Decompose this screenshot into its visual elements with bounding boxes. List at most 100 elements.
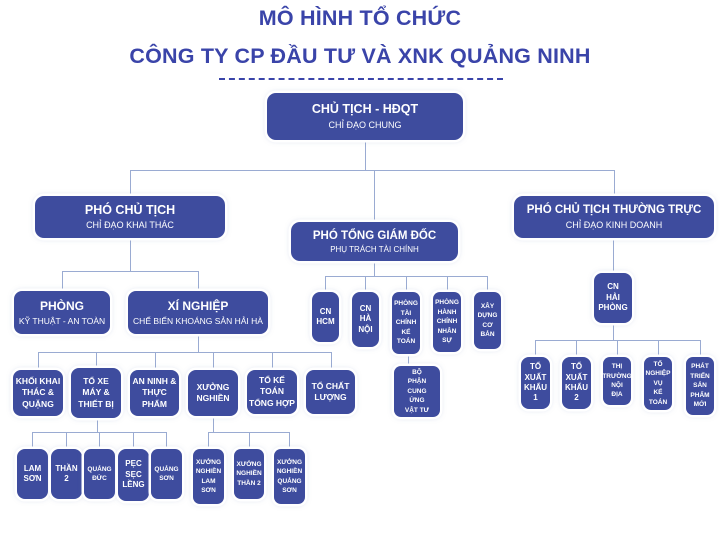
node-label: THỊ TRƯỜNG NỘI ĐỊA bbox=[602, 363, 632, 399]
connector-line bbox=[130, 170, 131, 196]
org-node-thi-truong-noi-dia: THỊ TRƯỜNG NỘI ĐỊA bbox=[602, 357, 632, 405]
node-title: PHÓ CHỦ TỊCH bbox=[84, 202, 176, 217]
node-subtitle: CHỈ ĐẠO CHUNG bbox=[328, 119, 402, 130]
node-title: PHÓ CHỦ TỊCH THƯỜNG TRỰC bbox=[526, 204, 702, 217]
node-label: KHỐI KHAI THÁC & QUẶNG bbox=[15, 376, 61, 409]
connector-line bbox=[365, 140, 366, 170]
connector-line bbox=[614, 170, 615, 196]
org-node-xuong-nghien: XƯỞNG NGHIỀN bbox=[188, 370, 238, 416]
org-node-xay-dung-co-ban: XÂY DỰNG CƠ BẢN bbox=[474, 292, 501, 349]
connector-line bbox=[365, 276, 366, 292]
node-title: XÍ NGHIỆP bbox=[167, 298, 229, 313]
connector-line bbox=[374, 170, 375, 222]
connector-line bbox=[406, 276, 407, 292]
connector-line bbox=[208, 432, 209, 449]
org-node-cn-ha-noi: CN HÀ NỘI bbox=[352, 292, 379, 347]
connector-line bbox=[208, 432, 289, 433]
connector-line bbox=[535, 340, 536, 357]
node-title: PHÓ TỔNG GIÁM ĐỐC bbox=[312, 229, 437, 242]
connector-line bbox=[374, 261, 375, 276]
connector-line bbox=[32, 432, 33, 449]
org-node-lam-son: LAM SƠN bbox=[17, 449, 48, 499]
connector-line bbox=[198, 334, 199, 352]
node-label: TỔ XUẤT KHẨU 2 bbox=[564, 362, 589, 403]
node-label: XƯỞNG NGHIỀN THẦN 2 bbox=[236, 460, 262, 487]
connector-line bbox=[487, 276, 488, 292]
node-label: BỘ PHẬN CUNG ỨNG VẬT TƯ bbox=[404, 368, 430, 414]
connector-line bbox=[133, 432, 134, 449]
org-node-bo-phan-cung-ung-vat-tu: BỘ PHẬN CUNG ỨNG VẬT TƯ bbox=[394, 366, 440, 417]
node-label: PHÁT TRIỂN SẢN PHẨM MỚI bbox=[690, 363, 710, 409]
node-label: XƯỞNG NGHIỀN LAM SƠN bbox=[195, 458, 222, 494]
org-node-xuong-nghien-than-2: XƯỞNG NGHIỀN THẦN 2 bbox=[234, 449, 264, 499]
connector-line bbox=[213, 352, 214, 370]
org-node-to-xuat-khau-2: TỔ XUẤT KHẨU 2 bbox=[562, 357, 591, 409]
connector-line bbox=[658, 340, 659, 357]
node-subtitle: CHẾ BIẾN KHOÁNG SẢN HẢI HÀ bbox=[133, 315, 263, 326]
connector-line bbox=[66, 432, 67, 449]
org-node-standing-vice-chairman: PHÓ CHỦ TỊCH THƯỜNG TRỰC CHỈ ĐẠO KINH DO… bbox=[514, 196, 714, 238]
connector-line bbox=[576, 340, 577, 357]
org-node-phat-trien-san-pham-moi: PHÁT TRIỂN SẢN PHẨM MỚI bbox=[686, 357, 714, 415]
node-label: TỔ CHẤT LƯỢNG bbox=[311, 380, 350, 402]
connector-line bbox=[331, 352, 332, 370]
connector-line bbox=[213, 416, 214, 432]
node-label: XÂY DỰNG CƠ BẢN bbox=[477, 302, 498, 338]
org-node-to-ke-toan-tong-hop: TỔ KẾ TOÁN TỔNG HỢP bbox=[247, 370, 297, 414]
node-title: PHÒNG bbox=[39, 298, 84, 313]
org-node-phong-hanh-chinh-nhan-su: PHÒNG HÀNH CHÍNH NHÂN SỰ bbox=[433, 292, 461, 352]
node-label: QUẢNG SƠN bbox=[154, 465, 179, 482]
org-node-cn-hcm: CN HCM bbox=[312, 292, 339, 342]
node-label: CN HCM bbox=[316, 306, 335, 326]
org-node-deputy-general-director: PHÓ TỔNG GIÁM ĐỐC PHỤ TRÁCH TÀI CHÍNH bbox=[291, 222, 458, 261]
node-label: QUẢNG ĐỨC bbox=[87, 465, 112, 482]
connector-line bbox=[130, 170, 615, 171]
connector-line bbox=[198, 271, 199, 291]
connector-line bbox=[325, 276, 326, 292]
connector-line bbox=[155, 352, 156, 370]
node-subtitle: CHỈ ĐẠO KINH DOANH bbox=[565, 219, 663, 230]
org-node-to-xe-may-thiet-bi: TỔ XE MÁY & THIẾT BỊ bbox=[71, 368, 121, 418]
connector-line bbox=[62, 271, 198, 272]
connector-line bbox=[613, 238, 614, 273]
node-subtitle: PHỤ TRÁCH TÀI CHÍNH bbox=[330, 244, 419, 254]
node-label: AN NINH & THỰC PHẨM bbox=[132, 376, 177, 409]
connector-line bbox=[447, 276, 448, 292]
node-label: CN HẢI PHÒNG bbox=[598, 282, 628, 313]
node-label: PHÒNG TÀI CHÍNH KẾ TOÁN bbox=[394, 300, 418, 346]
org-node-quang-duc: QUẢNG ĐỨC bbox=[84, 449, 115, 499]
page-title-line1: MÔ HÌNH TỔ CHỨC bbox=[258, 6, 462, 30]
node-label: TỔ XE MÁY & THIẾT BỊ bbox=[78, 376, 114, 409]
node-label: PHÒNG HÀNH CHÍNH NHÂN SỰ bbox=[435, 299, 459, 345]
connector-line bbox=[130, 238, 131, 271]
org-node-xuong-nghien-lam-son: XƯỞNG NGHIỀN LAM SƠN bbox=[193, 449, 224, 504]
org-node-phong-tai-chinh-ke-toan: PHÒNG TÀI CHÍNH KẾ TOÁN bbox=[392, 292, 420, 354]
org-node-chairman: CHỦ TỊCH - HĐQT CHỈ ĐẠO CHUNG bbox=[267, 93, 463, 140]
connector-line bbox=[99, 432, 100, 449]
org-node-khoi-khai-thac-quang: KHỐI KHAI THÁC & QUẶNG bbox=[13, 370, 63, 416]
node-label: LAM SƠN bbox=[23, 463, 42, 483]
org-node-phong-ky-thuat-an-toan: PHÒNG KỸ THUẬT - AN TOÀN bbox=[14, 291, 110, 334]
node-label: THẦN 2 bbox=[55, 463, 78, 483]
connector-line bbox=[38, 352, 39, 370]
org-node-than-2: THẦN 2 bbox=[51, 449, 82, 499]
org-node-cn-hai-phong: CN HẢI PHÒNG bbox=[594, 273, 632, 323]
connector-line bbox=[97, 418, 98, 432]
node-title: CHỦ TỊCH - HĐQT bbox=[311, 102, 419, 117]
node-label: PẸC SẸC LỀNG bbox=[122, 459, 145, 490]
connector-line bbox=[613, 323, 614, 340]
connector-line bbox=[408, 354, 409, 366]
connector-line bbox=[38, 352, 331, 353]
org-node-to-xuat-khau-1: TỔ XUẤT KHẨU 1 bbox=[521, 357, 550, 409]
connector-line bbox=[96, 352, 97, 368]
org-node-an-ninh-thuc-pham: AN NINH & THỰC PHẨM bbox=[130, 370, 179, 416]
node-label: TỔ NGHIỆP VỤ KẾ TOÁN bbox=[645, 360, 671, 406]
connector-line bbox=[289, 432, 290, 449]
node-subtitle: KỸ THUẬT - AN TOÀN bbox=[18, 315, 106, 326]
node-label: XƯỞNG NGHIỀN bbox=[196, 381, 230, 403]
node-label: TỔ XUẤT KHẨU 1 bbox=[523, 362, 548, 403]
connector-line bbox=[62, 271, 63, 291]
node-subtitle: CHỈ ĐẠO KHAI THÁC bbox=[86, 220, 174, 231]
org-node-quang-son: QUẢNG SƠN bbox=[151, 449, 182, 499]
